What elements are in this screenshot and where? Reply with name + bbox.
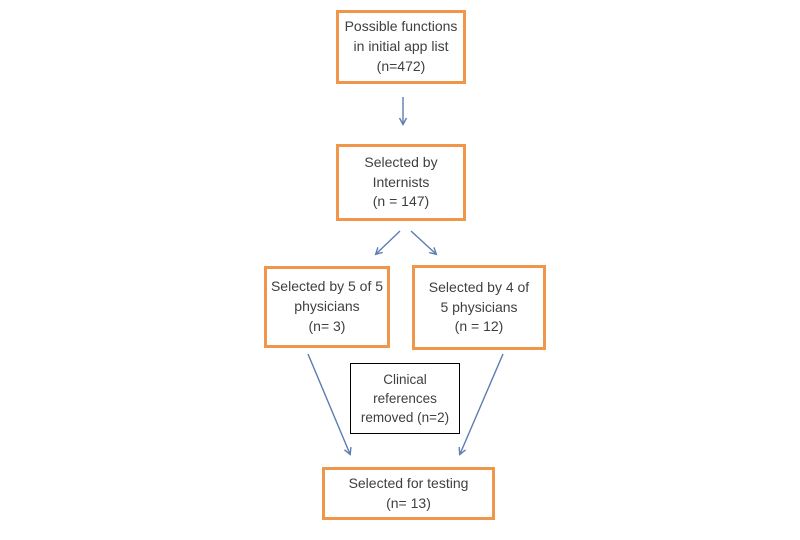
- arrow-4of5-to-testing: [458, 353, 504, 456]
- arrow-internists-to-5of5: [374, 230, 401, 256]
- node-clinical-references-removed: Clinical references removed (n=2): [350, 363, 460, 434]
- arrow-5of5-to-testing: [307, 353, 352, 456]
- node-initial-app-list: Possible functions in initial app list (…: [336, 10, 466, 84]
- arrow-internists-to-4of5: [410, 230, 438, 256]
- node-selected-by-internists: Selected by Internists (n = 147): [336, 144, 466, 221]
- node-selected-4-of-5-physicians: Selected by 4 of 5 physicians (n = 12): [412, 265, 546, 350]
- node-selected-for-testing: Selected for testing (n= 13): [322, 467, 495, 520]
- node-selected-5-of-5-physicians: Selected by 5 of 5 physicians (n= 3): [264, 266, 390, 348]
